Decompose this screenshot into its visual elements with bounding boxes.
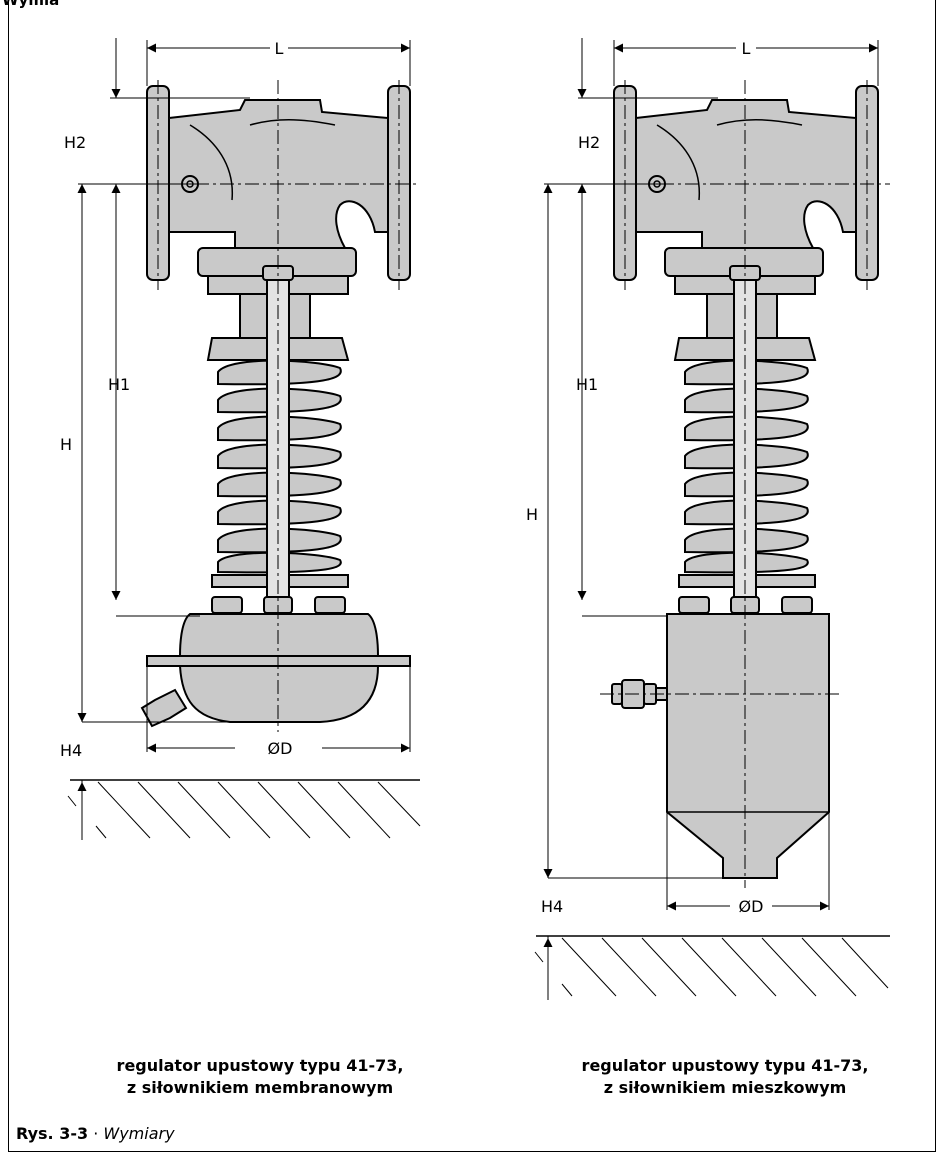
- figure-separator: ·: [88, 1124, 104, 1143]
- left-label-H: H: [60, 435, 72, 454]
- left-caption-line2: z siłownikiem membranowym: [126, 1078, 394, 1097]
- left-diaphragm-actuator: [178, 613, 380, 657]
- right-label-L: L: [742, 39, 751, 58]
- figure-number: Rys. 3-3: [16, 1124, 89, 1143]
- right-caption-line1: regulator upustowy typu 41-73,: [581, 1056, 869, 1075]
- left-floor-hatching: [67, 779, 421, 839]
- left-label-H4: H4: [60, 741, 82, 760]
- right-label-D: ØD: [739, 897, 764, 916]
- left-label-D: ØD: [268, 739, 293, 758]
- figure-frame: [8, 0, 936, 1152]
- header-fragment: Wymiary: [0, 0, 60, 8]
- left-caption-line1: regulator upustowy typu 41-73,: [116, 1056, 404, 1075]
- right-bellows-actuator: [666, 613, 830, 879]
- right-floor-hatching: [534, 935, 890, 997]
- right-label-H1: H1: [576, 375, 598, 394]
- right-label-H: H: [526, 505, 538, 524]
- right-valve-diagram: L H2 H1 H H4 ØD: [526, 38, 890, 1000]
- left-label-H1: H1: [108, 375, 130, 394]
- right-label-H4: H4: [541, 897, 563, 916]
- right-diagram-caption: regulator upustowy typu 41-73, z siłowni…: [525, 1055, 925, 1099]
- left-diagram-caption: regulator upustowy typu 41-73, z siłowni…: [70, 1055, 450, 1099]
- figure-title: Wymiary: [103, 1124, 175, 1143]
- figure-caption: Rys. 3-3 · Wymiary: [16, 1124, 175, 1143]
- left-connection-fitting: [140, 688, 188, 728]
- left-label-H2: H2: [64, 133, 86, 152]
- right-valve-body: [635, 99, 857, 249]
- right-caption-line2: z siłownikiem mieszkowym: [603, 1078, 847, 1097]
- left-valve-diagram: L H2 H1 H H4 ØD: [60, 38, 421, 840]
- left-label-L: L: [275, 39, 284, 58]
- right-label-H2: H2: [578, 133, 600, 152]
